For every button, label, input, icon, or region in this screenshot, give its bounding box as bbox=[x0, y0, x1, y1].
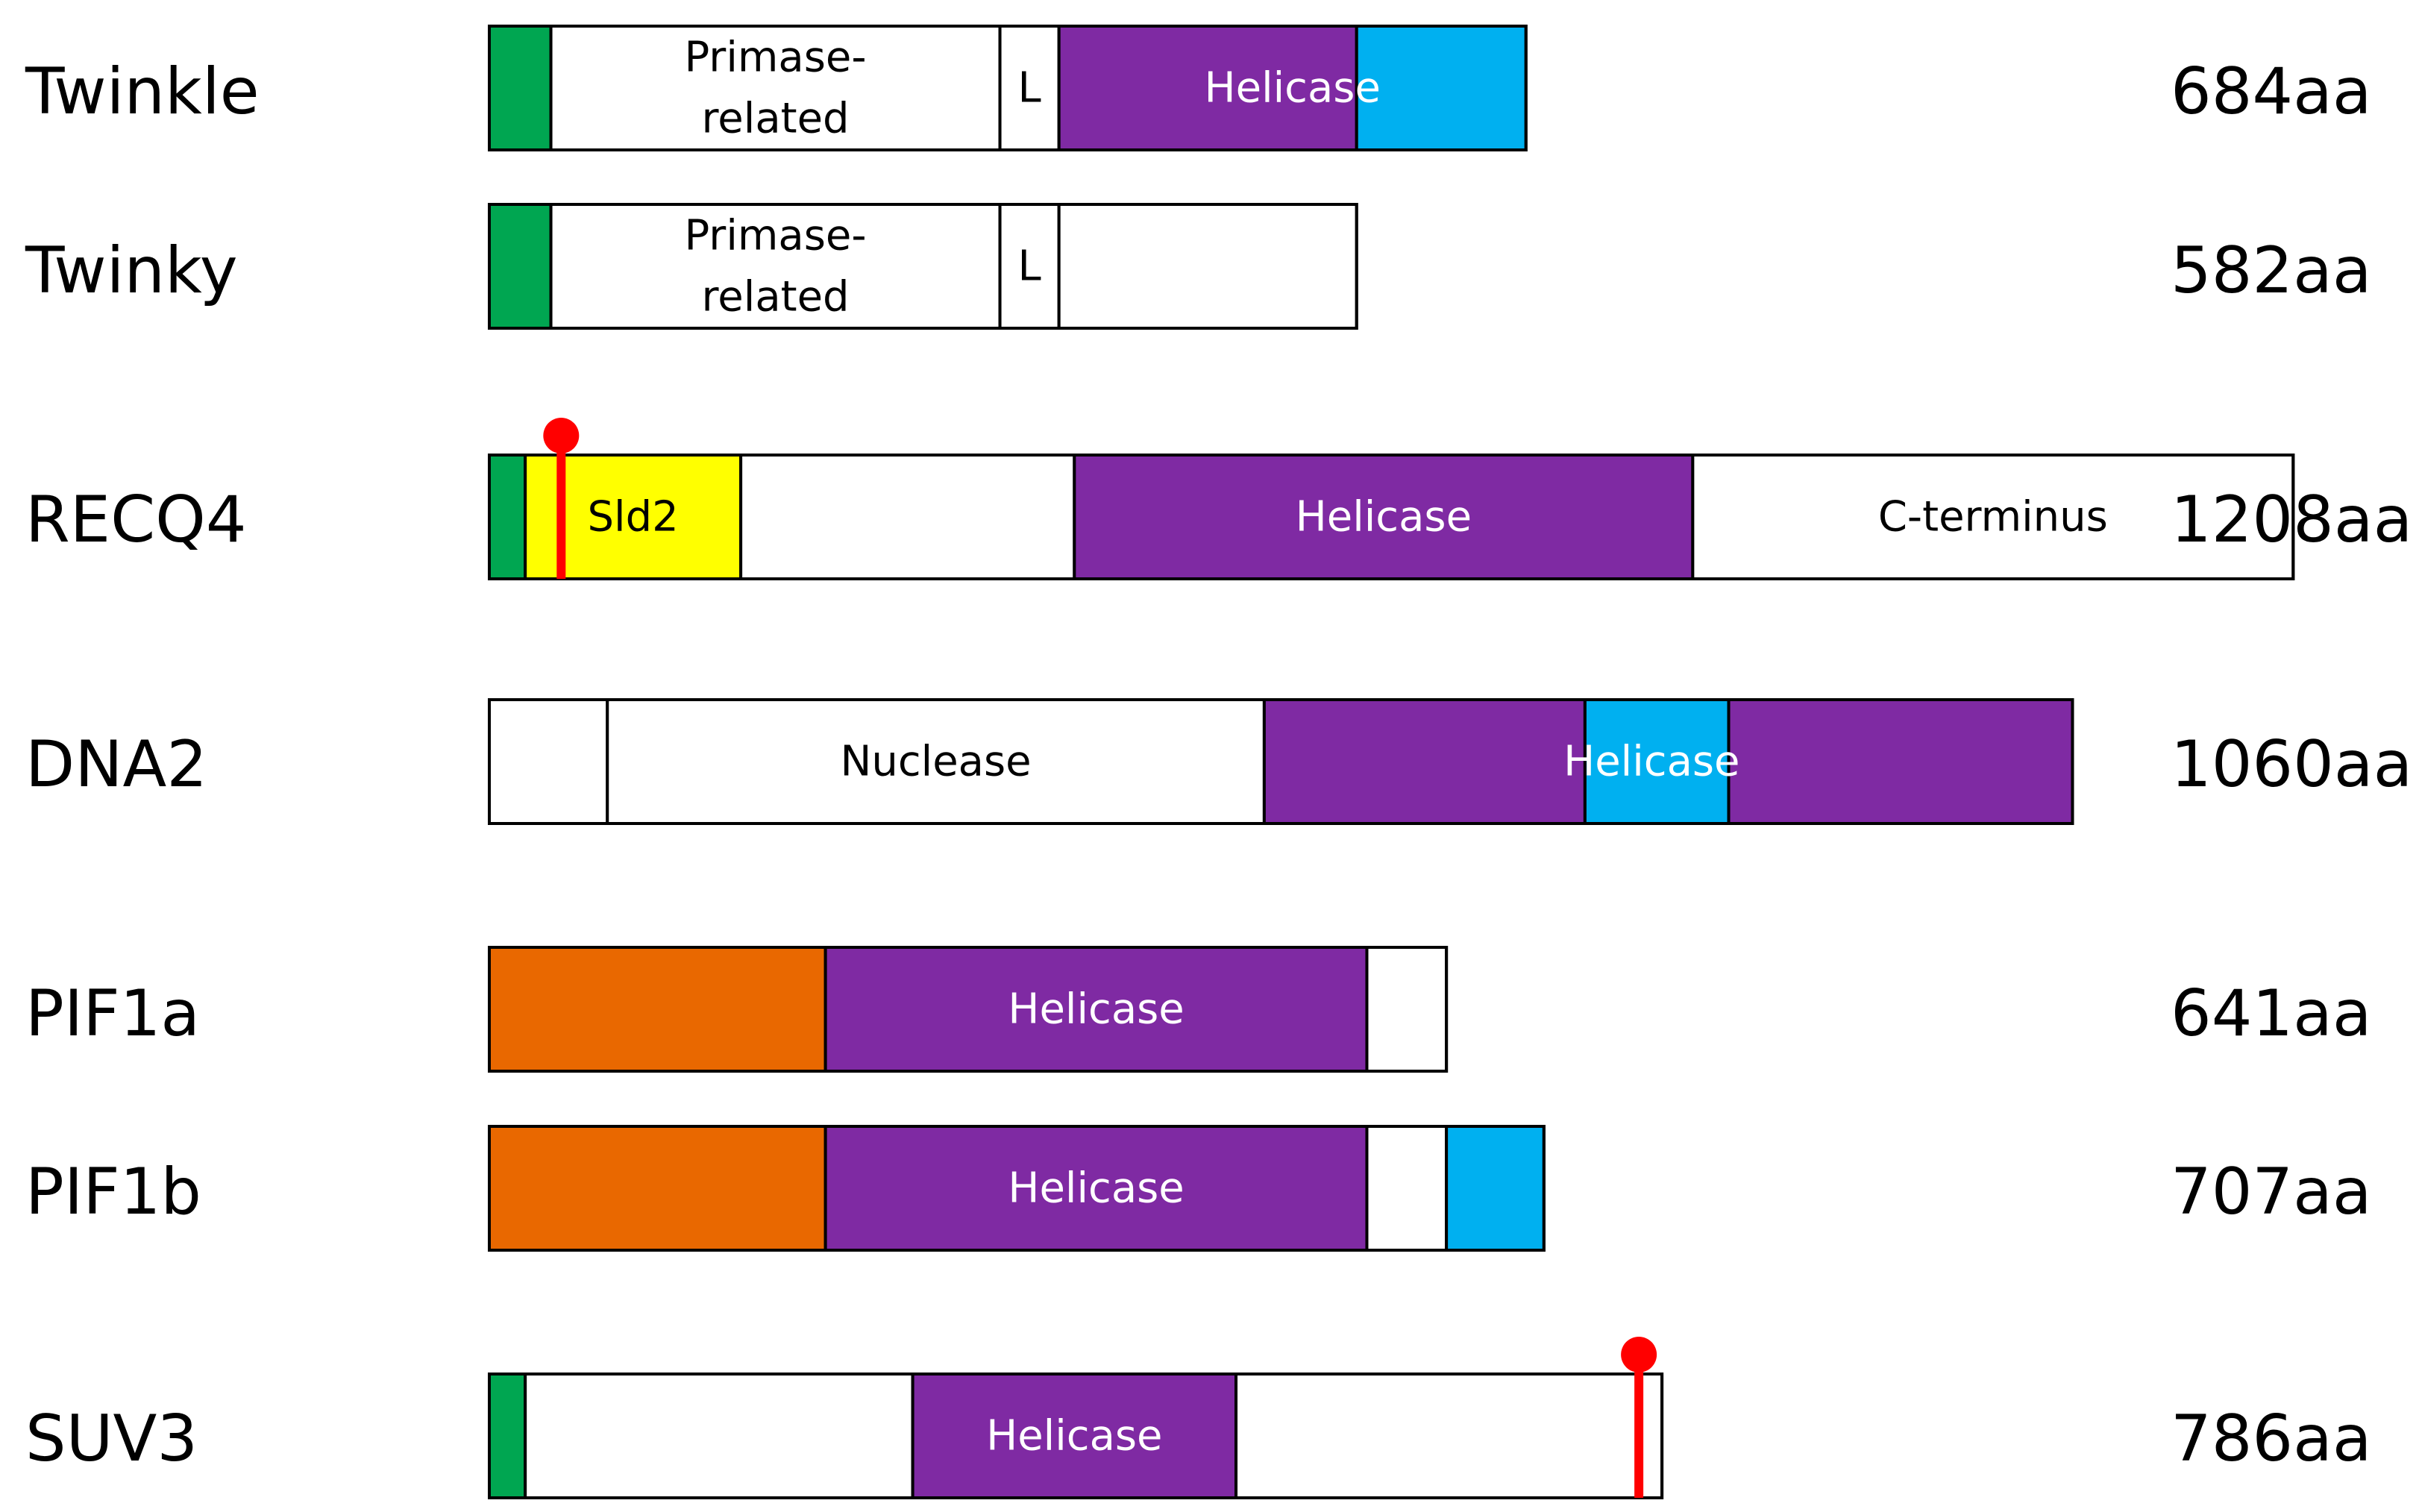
domain-n-terminal bbox=[488, 25, 553, 151]
marker-lollipop-suv3 bbox=[1621, 1337, 1657, 1498]
domain-primase-related bbox=[549, 203, 1002, 330]
protein-bar-twinkle: Primase-related L Helicase bbox=[488, 25, 1528, 151]
domain-helicase bbox=[823, 946, 1369, 1073]
protein-length-pif1b: 707aa bbox=[2171, 1155, 2372, 1229]
domain-label-sld2-0: Sld2 bbox=[587, 493, 678, 542]
domain-label-helicase: Helicase bbox=[1563, 738, 1739, 786]
protein-length-twinky: 582aa bbox=[2171, 233, 2372, 308]
domain-n-terminal bbox=[488, 203, 553, 330]
protein-name-twinkle: Twinkle bbox=[25, 54, 260, 129]
domain-label-linker-0: L bbox=[1018, 64, 1041, 113]
protein-outline-dna2 bbox=[488, 698, 2074, 825]
marker-lollipop-recq4 bbox=[543, 418, 580, 579]
protein-name-pif1b: PIF1b bbox=[25, 1155, 201, 1229]
domain-label-helicase-0: Helicase bbox=[1008, 985, 1184, 1034]
domain-linker bbox=[524, 1373, 914, 1499]
domain-helicase bbox=[823, 1125, 1369, 1252]
domain-c-terminal bbox=[1365, 946, 1449, 1073]
domain-label-helicase-0: Helicase bbox=[1008, 1164, 1184, 1213]
protein-name-pif1a: PIF1a bbox=[25, 976, 201, 1051]
domain-label-primase-related-0: Primase- bbox=[685, 212, 867, 260]
domain-c-terminal-cyan-region bbox=[1445, 1125, 1546, 1252]
protein-bar-dna2: Nuclease Helicase bbox=[488, 698, 2074, 825]
domain-label-helicase-0: Helicase bbox=[1296, 493, 1472, 542]
protein-bar-suv3: Helicase bbox=[488, 1337, 1664, 1499]
domain-n-terminal bbox=[488, 1125, 827, 1252]
protein-length-pif1a: 641aa bbox=[2171, 976, 2372, 1051]
protein-outline-recq4 bbox=[488, 454, 2295, 580]
marker-head bbox=[543, 418, 580, 454]
domain-label-primase-related-0: Primase- bbox=[685, 34, 867, 82]
protein-name-recq4: RECQ4 bbox=[25, 483, 247, 557]
domain-helicase-c bbox=[1727, 698, 2074, 825]
domain-c-terminal bbox=[1365, 1125, 1449, 1252]
domain-label-nuclease-0: Nuclease bbox=[840, 738, 1031, 786]
domain-helicase bbox=[1073, 454, 1695, 580]
protein-name-twinky: Twinky bbox=[25, 233, 238, 308]
domain-n-terminal bbox=[488, 698, 609, 825]
domain-label-primase-related-1: related bbox=[702, 95, 850, 143]
protein-bar-twinky: Primase-related L bbox=[488, 203, 1358, 330]
domain-label-primase-related-1: related bbox=[702, 273, 850, 321]
protein-bar-pif1b: Helicase bbox=[488, 1125, 1546, 1252]
domain-label-helicase: Helicase bbox=[1205, 64, 1381, 113]
protein-length-suv3: 786aa bbox=[2171, 1402, 2372, 1476]
protein-bar-recq4: Sld2 Helicase C-terminus bbox=[488, 418, 2295, 580]
protein-length-recq4: 1208aa bbox=[2171, 483, 2413, 557]
protein-name-suv3: SUV3 bbox=[25, 1402, 198, 1476]
domain-helicase bbox=[911, 1373, 1238, 1499]
domain-c-terminal bbox=[1057, 203, 1358, 330]
domain-c-terminal bbox=[1234, 1373, 1664, 1499]
domain-primase-related bbox=[549, 25, 1002, 151]
protein-outline-twinkle bbox=[488, 25, 1528, 151]
domain-helicase-cyan-region bbox=[1355, 25, 1528, 151]
domain-n-terminal bbox=[488, 1373, 527, 1499]
domain-helicase bbox=[1262, 698, 1587, 825]
domain-label-linker-0: L bbox=[1018, 242, 1041, 291]
marker-head bbox=[1621, 1337, 1657, 1373]
protein-name-dna2: DNA2 bbox=[25, 727, 208, 802]
protein-length-dna2: 1060aa bbox=[2171, 727, 2413, 802]
protein-bar-pif1a: Helicase bbox=[488, 946, 1449, 1073]
domain-label-c-terminus-0: C-terminus bbox=[1878, 493, 2108, 542]
domain-label-helicase-0: Helicase bbox=[986, 1412, 1162, 1461]
domain-n-terminal bbox=[488, 946, 827, 1073]
protein-outline-suv3 bbox=[488, 1373, 1664, 1499]
protein-outline-pif1a bbox=[488, 946, 1449, 1073]
domain-linker bbox=[739, 454, 1076, 580]
domain-n-terminal bbox=[488, 454, 527, 580]
protein-outline-pif1b bbox=[488, 1125, 1546, 1252]
protein-length-twinkle: 684aa bbox=[2171, 54, 2372, 129]
protein-outline-twinky bbox=[488, 203, 1358, 330]
